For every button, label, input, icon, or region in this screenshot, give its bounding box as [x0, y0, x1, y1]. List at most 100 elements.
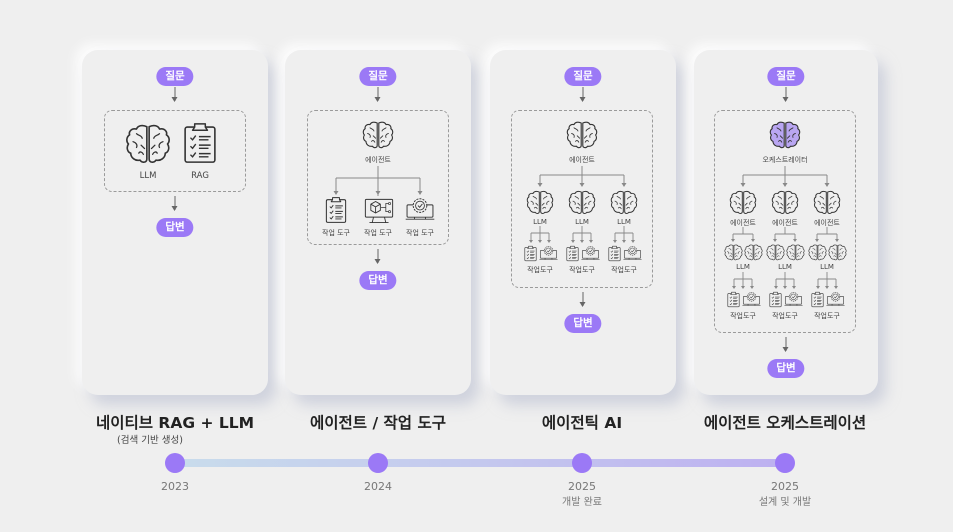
tool-label: 작업 도구: [322, 229, 350, 237]
agent-label: 에이전트: [569, 156, 595, 164]
brain-icon: [786, 244, 805, 261]
agent-label: 에이전트: [730, 219, 756, 227]
branch-connector: [537, 166, 627, 187]
timeline-dot-2: [368, 453, 388, 473]
arrow-down-icon: [579, 292, 586, 307]
tool-connectors: [732, 272, 838, 289]
brain-icon: [526, 190, 554, 215]
brain-icon: [610, 190, 638, 215]
clipboard-checklist-icon: [727, 291, 740, 308]
brain-icon: [566, 120, 598, 150]
question-pill: 질문: [156, 67, 194, 86]
arrow-down-icon: [782, 337, 789, 352]
llm-label: LLM: [778, 263, 792, 271]
stage-card-4: 질문 오케스트레이터 에이전트 에이전트 에이전트 LLM LLM LLM: [694, 50, 878, 395]
orchestrator-label: 오케스트레이터: [762, 156, 808, 164]
tool-label: 작업 도구: [406, 229, 434, 237]
arrow-down-icon: [579, 87, 586, 102]
timeline-track: [175, 459, 785, 467]
clipboard-checklist-icon: [769, 291, 782, 308]
arrow-down-icon: [171, 87, 178, 102]
answer-pill: 답변: [564, 314, 602, 333]
clipboard-checklist-icon: [811, 291, 824, 308]
arrow-down-icon: [374, 87, 381, 102]
gear-monitor-icon: [742, 290, 761, 308]
gear-monitor-icon: [405, 195, 435, 223]
gear-monitor-icon: [784, 290, 803, 308]
agent-label: 에이전트: [814, 219, 840, 227]
brain-icon: [744, 244, 763, 261]
timeline-year-4: 2025: [771, 480, 799, 493]
tools-label: 작업도구: [611, 266, 637, 274]
gear-monitor-icon: [581, 244, 600, 262]
tool-connectors: [529, 226, 635, 243]
llm-label: LLM: [533, 218, 547, 226]
stage-card-3: 질문 에이전트 LLM LLM LLM 작업도구 작업도구 작업도구 답변: [490, 50, 676, 395]
stage-card-2: 질문 에이전트 작업 도구 작업 도구 작업 도구 답변: [285, 50, 471, 395]
question-pill: 질문: [767, 67, 805, 86]
llm-connectors: [731, 227, 839, 242]
timeline-dot-3: [572, 453, 592, 473]
brain-icon: [724, 244, 743, 261]
component-group: 에이전트 LLM LLM LLM 작업도구 작업도구 작업도구: [511, 110, 653, 288]
agent-label: 에이전트: [365, 156, 391, 164]
timeline-note-4: 설계 및 개발: [758, 497, 812, 508]
timeline-dot-4: [775, 453, 795, 473]
stage-subtitle-1: (검색 기반 생성): [117, 435, 183, 446]
timeline-year-1: 2023: [161, 480, 189, 493]
answer-pill: 답변: [767, 359, 805, 378]
brain-icon: [568, 190, 596, 215]
llm-label: LLM: [139, 171, 157, 181]
tools-label: 작업도구: [730, 312, 756, 320]
brain-icon: [362, 120, 394, 150]
clipboard-checklist-icon: [524, 245, 537, 262]
clipboard-checklist-icon: [566, 245, 579, 262]
arrow-down-icon: [374, 249, 381, 264]
gear-monitor-icon: [539, 244, 558, 262]
tools-label: 작업도구: [569, 266, 595, 274]
timeline-year-3: 2025: [568, 480, 596, 493]
agent-label: 에이전트: [772, 219, 798, 227]
stage-title-3: 에이전틱 AI: [541, 414, 623, 432]
tool-label: 작업 도구: [364, 229, 392, 237]
timeline-note-3: 개발 완료: [562, 497, 602, 508]
llm-label: LLM: [820, 263, 834, 271]
arrow-down-icon: [171, 196, 178, 211]
stage-title-4: 에이전트 오케스트레이션: [703, 414, 867, 432]
timeline-dot-1: [165, 453, 185, 473]
answer-pill: 답변: [156, 218, 194, 237]
tools-label: 작업도구: [772, 312, 798, 320]
answer-pill: 답변: [359, 271, 397, 290]
component-group: LLM RAG: [104, 110, 246, 192]
branch-connector: [740, 166, 830, 187]
brain-icon: [771, 190, 799, 215]
question-pill: 질문: [359, 67, 397, 86]
rag-label: RAG: [191, 171, 209, 181]
llm-label: LLM: [736, 263, 750, 271]
orchestrator-brain-icon: [769, 120, 801, 150]
clipboard-checklist-icon: [183, 121, 217, 165]
brain-icon: [766, 244, 785, 261]
stage-title-2: 에이전트 / 작업 도구: [310, 414, 446, 432]
question-pill: 질문: [564, 67, 602, 86]
clipboard-checklist-icon: [325, 196, 347, 224]
tools-label: 작업도구: [814, 312, 840, 320]
llm-label: LLM: [575, 218, 589, 226]
stage-card-1: 질문 LLM RAG 답변: [82, 50, 268, 395]
gear-monitor-icon: [623, 244, 642, 262]
timeline-year-2: 2024: [364, 480, 392, 493]
component-group: 오케스트레이터 에이전트 에이전트 에이전트 LLM LLM LLM: [714, 110, 856, 333]
arrow-down-icon: [782, 87, 789, 102]
tools-label: 작업도구: [527, 266, 553, 274]
brain-icon: [813, 190, 841, 215]
branch-connector: [333, 166, 423, 196]
brain-icon: [808, 244, 827, 261]
component-group: 에이전트 작업 도구 작업 도구 작업 도구: [307, 110, 449, 245]
brain-icon: [729, 190, 757, 215]
stage-title-1: 네이티브 RAG + LLM: [95, 414, 255, 432]
llm-label: LLM: [617, 218, 631, 226]
clipboard-checklist-icon: [608, 245, 621, 262]
cube-monitor-icon: [364, 197, 394, 225]
brain-icon: [828, 244, 847, 261]
brain-icon: [125, 123, 171, 165]
